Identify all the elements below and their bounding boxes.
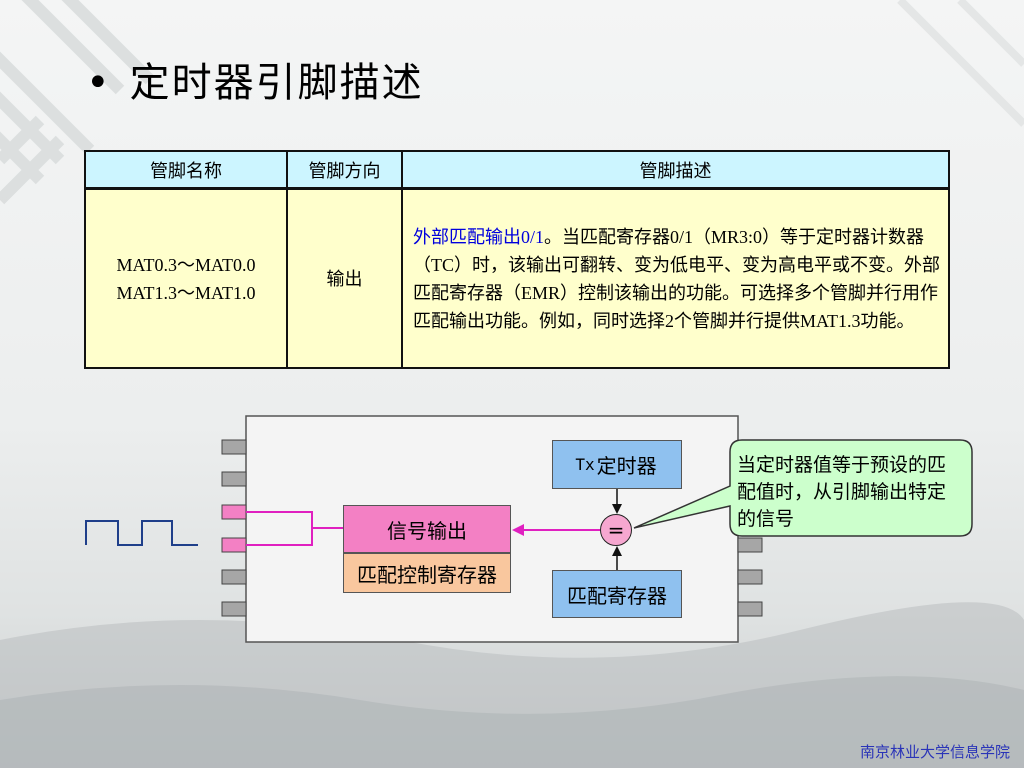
table-header-row: 管脚名称 管脚方向 管脚描述 — [84, 150, 950, 190]
pin-name-line2: MAT1.3～MAT1.0 — [116, 282, 256, 303]
match-register-block: 匹配寄存器 — [552, 570, 682, 618]
callout-text: 当定时器值等于预设的匹配值时，从引脚输出特定的信号 — [737, 454, 947, 530]
square-wave-icon — [85, 520, 198, 546]
match-control-register-block: 匹配控制寄存器 — [343, 553, 511, 593]
timer-prefix: Tx — [575, 455, 595, 474]
cell-pin-direction: 输出 — [286, 187, 403, 369]
header-pin-direction: 管脚方向 — [286, 150, 403, 190]
pin — [221, 471, 247, 487]
pin — [737, 569, 763, 585]
footer-institution: 南京林业大学信息学院 — [859, 743, 1010, 761]
description-highlight: 外部匹配输出0/1 — [413, 226, 545, 247]
pin — [221, 569, 247, 585]
pin — [737, 537, 763, 553]
pin — [221, 537, 247, 553]
header-pin-name: 管脚名称 — [84, 150, 288, 190]
pin — [221, 439, 247, 455]
match-arrow — [612, 546, 622, 570]
cell-pin-name: MAT0.3～MAT0.0 MAT1.3～MAT1.0 — [84, 187, 288, 369]
bullet-icon: • — [86, 60, 112, 106]
pin — [221, 504, 247, 520]
header-pin-description: 管脚描述 — [401, 150, 950, 190]
output-wiring — [246, 511, 343, 546]
slide-title: • 定时器引脚描述 — [86, 50, 424, 108]
timer-arrow — [612, 489, 622, 514]
pin-name-line1: MAT0.3～MAT0.0 — [116, 254, 256, 275]
cell-pin-description: 外部匹配输出0/1。当匹配寄存器0/1（MR3:0）等于定时器计数器（TC）时，… — [401, 187, 950, 369]
callout-bubble — [633, 439, 973, 537]
table-row: MAT0.3～MAT0.0 MAT1.3～MAT1.0 输出 外部匹配输出0/1… — [84, 187, 950, 369]
signal-output-block: 信号输出 — [343, 505, 511, 553]
pin — [221, 601, 247, 617]
left-pins — [221, 439, 247, 617]
pin-description-table: 管脚名称 管脚方向 管脚描述 MAT0.3～MAT0.0 MAT1.3～MAT1… — [84, 150, 950, 369]
title-text: 定时器引脚描述 — [129, 60, 424, 106]
timer-label: 定时器 — [596, 454, 657, 478]
pin — [737, 601, 763, 617]
right-pins — [737, 537, 763, 617]
comparator-icon: = — [600, 514, 632, 546]
compare-arrow — [512, 524, 600, 536]
description-text: 。当匹配寄存器0/1（MR3:0）等于定时器计数器（TC）时，该输出可翻转、变为… — [413, 226, 940, 331]
